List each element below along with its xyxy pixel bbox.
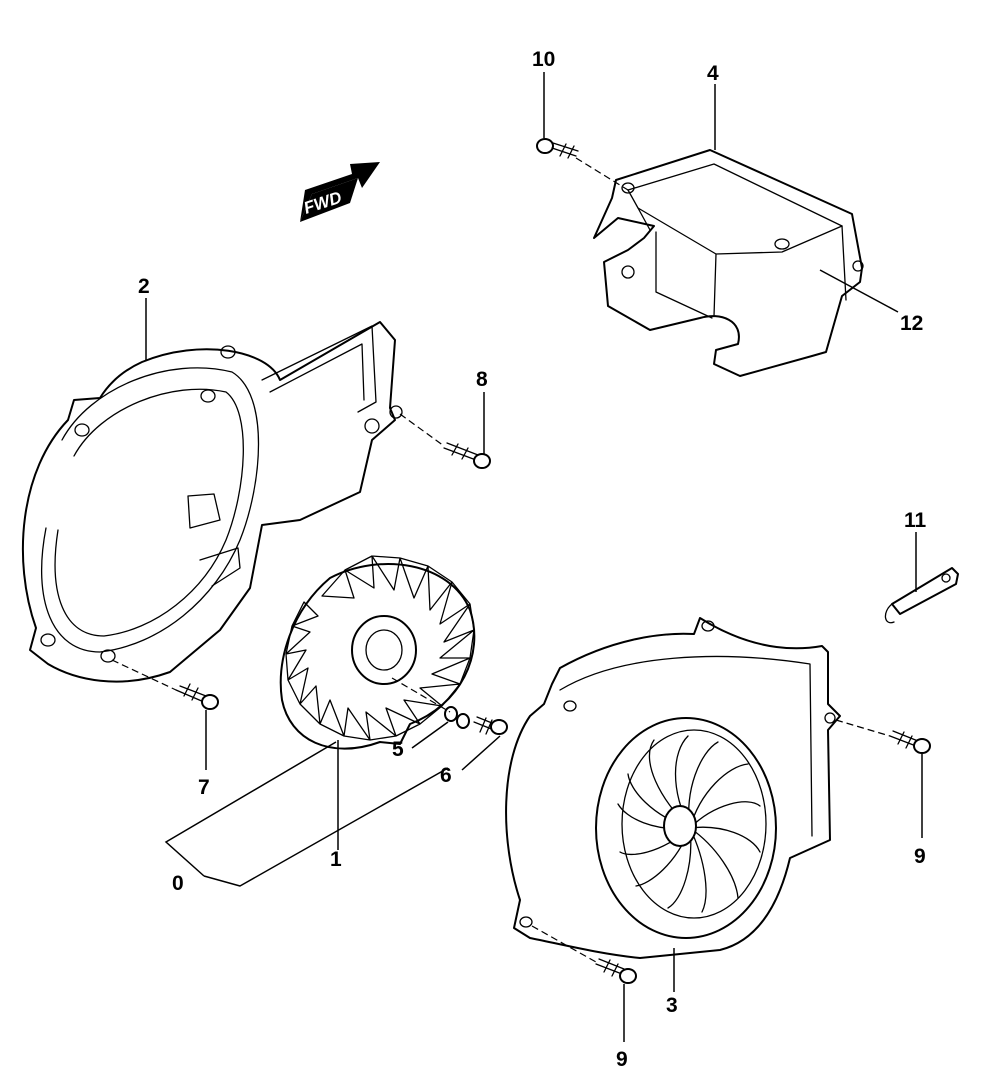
callout-11: 11 [904,509,927,532]
callout-6: 6 [440,764,452,787]
part-10-screw [536,138,579,159]
assembly-lines [111,157,891,963]
callout-7: 7 [198,776,210,799]
part-9-screw-lower [595,958,637,984]
fwd-arrow-icon: FWD [300,162,380,222]
callout-1: 1 [330,848,342,871]
part-1-cooling-fan [279,555,476,750]
part-6-bolt [473,716,508,735]
callout-9-upper: 9 [914,845,926,868]
callout-12: 12 [900,312,923,335]
callout-10: 10 [532,48,555,71]
part-3-fan-cover [505,617,841,959]
part-11-clip [884,567,959,624]
leader-lines [145,72,923,1042]
callout-5: 5 [392,738,404,761]
part-8-screw [443,442,491,469]
callout-8: 8 [476,368,488,391]
part-7-screw [175,683,219,710]
callout-3: 3 [666,994,678,1017]
part-4-top-cover [593,149,864,377]
callout-labels: 10 4 2 12 8 11 7 5 6 1 0 9 3 9 [138,48,927,1071]
part-9-screw-upper [889,730,931,754]
callout-2: 2 [138,275,150,298]
callout-4: 4 [707,62,719,85]
part-5-washer [444,706,470,729]
callout-0: 0 [172,872,184,895]
part-2-fan-shroud [21,321,403,683]
callout-9-lower: 9 [616,1048,628,1071]
